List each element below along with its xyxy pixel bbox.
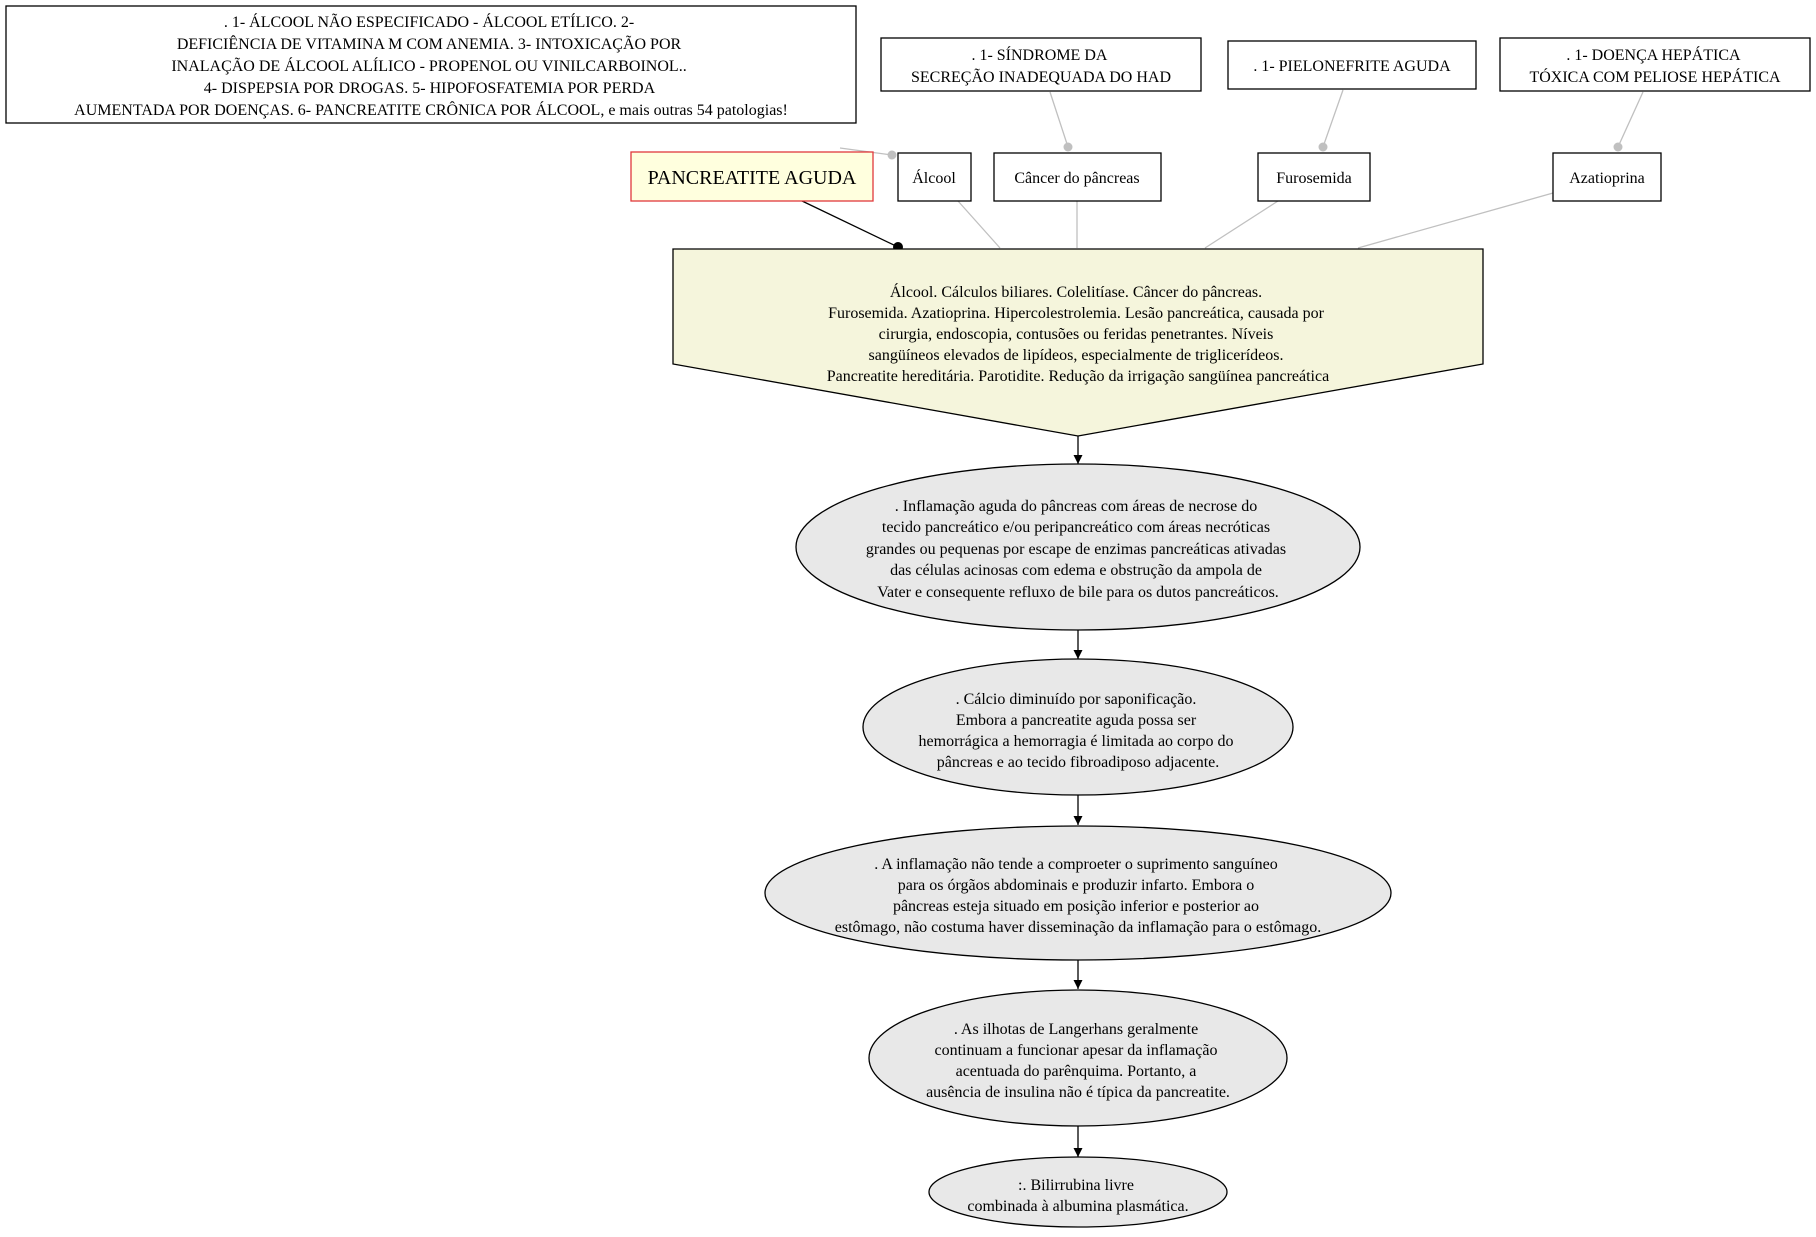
note-furosemida-box	[1227, 40, 1477, 90]
step-5-ellipse	[928, 1156, 1228, 1228]
factor-cancer-label: Câncer do pâncreas	[1014, 170, 1139, 187]
note-azatioprina-box	[1499, 37, 1811, 92]
step-2-ellipse	[862, 658, 1294, 796]
dot-note-furosemida	[1318, 142, 1328, 152]
step-4: . As ilhotas de Langerhans geralmente co…	[868, 989, 1288, 1127]
factor-alcool-box	[897, 152, 972, 202]
step-3-ellipse	[764, 825, 1392, 961]
step-1-ellipse	[795, 463, 1361, 631]
title-node: PANCREATITE AGUDA	[630, 151, 874, 202]
step-5: :. Bilirrubina livre combinada à albumin…	[928, 1156, 1228, 1228]
causes-node: Álcool. Cálculos biliares. Colelitíase. …	[672, 248, 1484, 437]
note-furosemida-text: . 1- PIELONEFRITE AGUDA	[1253, 58, 1451, 75]
step-4-ellipse	[868, 989, 1288, 1127]
factor-cancer: Câncer do pâncreas	[993, 152, 1162, 202]
connector-furosemida-causes	[1204, 200, 1279, 249]
connector-note-furosemida	[1322, 89, 1344, 148]
connector-title-causes	[799, 199, 899, 248]
factor-cancer-box	[993, 152, 1162, 202]
note-connectors	[839, 89, 1644, 160]
note-alcool-text: . 1- ÁLCOOL NÃO ESPECIFICADO - ÁLCOOL ET…	[74, 12, 788, 119]
title-box	[630, 151, 874, 202]
factor-furosemida: Furosemida	[1257, 152, 1371, 202]
factor-connectors	[957, 192, 1554, 249]
note-cancer: . 1- SÍNDROME DA SECREÇÃO INADEQUADA DO …	[880, 37, 1202, 92]
causes-shape	[672, 248, 1484, 437]
note-azatioprina-text: . 1- DOENÇA HEPÁTICA TÓXICA COM PELIOSE …	[1529, 45, 1781, 86]
dot-note-alcool	[887, 150, 897, 160]
note-furosemida: . 1- PIELONEFRITE AGUDA	[1227, 40, 1477, 90]
factor-furosemida-box	[1257, 152, 1371, 202]
step-3: . A inflamação não tende a comproeter o …	[764, 825, 1392, 961]
factor-alcool-label: Álcool	[912, 168, 956, 187]
connector-azatioprina-causes	[1357, 192, 1554, 249]
connector-alcool-causes	[957, 200, 1001, 249]
factor-azatioprina: Azatioprina	[1552, 152, 1662, 202]
note-alcool-box	[5, 5, 857, 124]
note-cancer-box	[880, 37, 1202, 92]
dot-note-azatioprina	[1613, 142, 1623, 152]
factor-azatioprina-box	[1552, 152, 1662, 202]
step-2: . Cálcio diminuído por saponificação. Em…	[862, 658, 1294, 796]
factor-furosemida-label: Furosemida	[1276, 170, 1352, 187]
note-azatioprina: . 1- DOENÇA HEPÁTICA TÓXICA COM PELIOSE …	[1499, 37, 1811, 92]
note-cancer-text: . 1- SÍNDROME DA SECREÇÃO INADEQUADA DO …	[911, 45, 1171, 86]
step-1: . Inflamação aguda do pâncreas com áreas…	[795, 463, 1361, 631]
title-text: PANCREATITE AGUDA	[648, 167, 857, 189]
connector-note-azatioprina	[1617, 91, 1644, 148]
factor-azatioprina-label: Azatioprina	[1569, 170, 1645, 187]
step-1-text: . Inflamação aguda do pâncreas com áreas…	[866, 498, 1290, 601]
note-alcool: . 1- ÁLCOOL NÃO ESPECIFICADO - ÁLCOOL ET…	[5, 5, 857, 124]
step-2-text: . Cálcio diminuído por saponificação. Em…	[919, 691, 1238, 771]
connector-note-cancer	[1049, 91, 1069, 148]
dot-note-cancer	[1063, 142, 1073, 152]
step-3-text: . A inflamação não tende a comproeter o …	[835, 856, 1322, 936]
step-4-text: . As ilhotas de Langerhans geralmente co…	[926, 1021, 1230, 1101]
step-5-text: :. Bilirrubina livre combinada à albumin…	[967, 1177, 1188, 1215]
factor-alcool: Álcool	[897, 152, 972, 202]
causes-text: Álcool. Cálculos biliares. Colelitíase. …	[827, 282, 1329, 385]
